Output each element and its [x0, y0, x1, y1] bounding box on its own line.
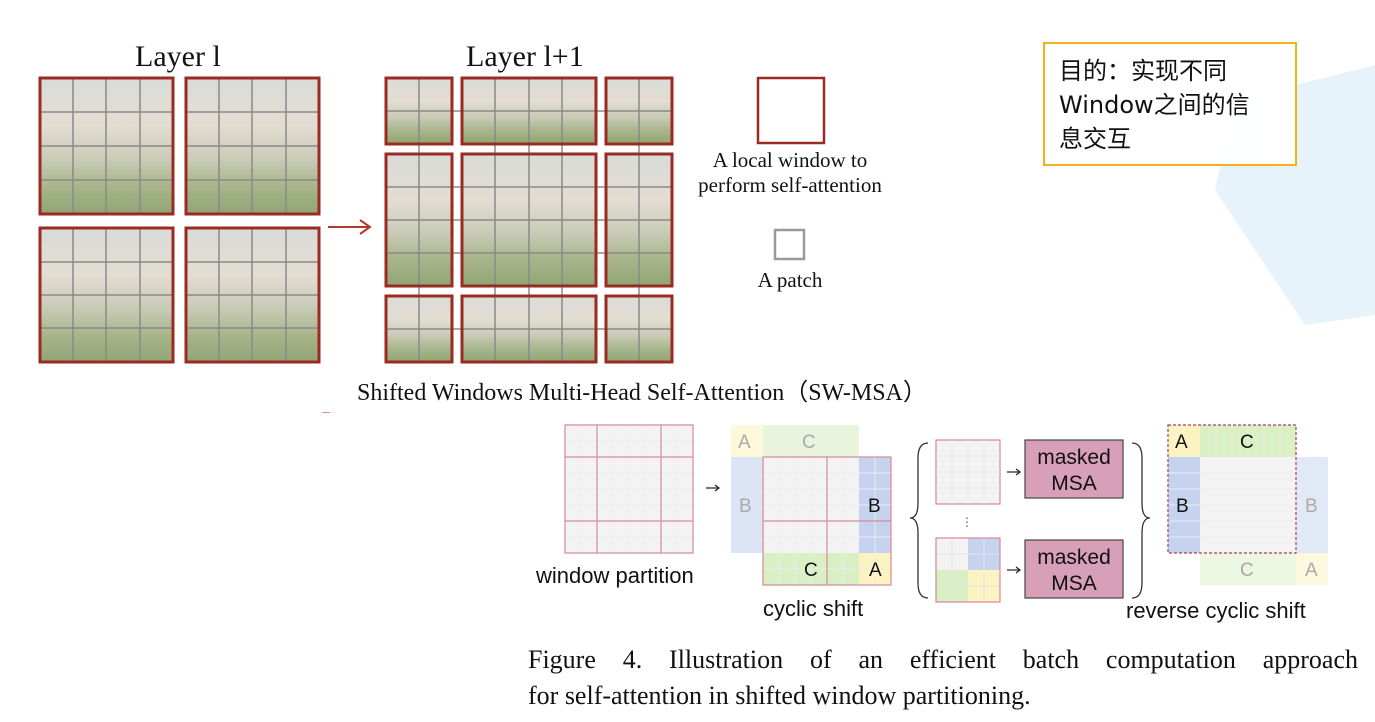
restored-region-b: B — [1176, 496, 1189, 517]
batch-window-top — [935, 439, 1001, 505]
legend-window-label: A local window to perform self-attention — [675, 148, 905, 198]
figure-caption: Figure 4. Illustration of an efficient b… — [528, 642, 1358, 714]
masked-msa-top: masked MSA — [1024, 439, 1124, 499]
right-arrow-icon — [1007, 468, 1021, 574]
masked-msa-top-line2: MSA — [1051, 472, 1097, 495]
legend-window-label-line2: perform self-attention — [698, 173, 882, 197]
purpose-note: 目的：实现不同 Window之间的信 息交互 — [1043, 42, 1297, 166]
faded-region-a: A — [738, 432, 751, 453]
figure-caption-line2: for self-attention in shifted window par… — [528, 681, 1031, 710]
legend-patch-icon — [773, 228, 806, 261]
region-c: C — [804, 560, 818, 581]
masked-msa-bottom-line1: masked — [1037, 546, 1111, 569]
faded-region-b: B — [739, 496, 752, 517]
faded-region-a-bottom: A — [1305, 560, 1318, 581]
restored-region-a: A — [1175, 432, 1188, 453]
window-partition-label: window partition — [535, 563, 694, 588]
layer-illustration — [38, 76, 674, 364]
note-line3: 息交互 — [1059, 125, 1131, 153]
layer-l1-title: Layer l+1 — [466, 40, 584, 73]
brace-left-icon — [909, 442, 929, 599]
layer-l1-windows — [384, 76, 674, 364]
partition-grid — [564, 424, 694, 554]
masked-msa-bottom: masked MSA — [1024, 539, 1124, 599]
note-line1: 目的：实现不同 — [1059, 57, 1227, 85]
region-b: B — [868, 496, 881, 517]
swmsa-caption: Shifted Windows Multi-Head Self-Attentio… — [357, 380, 927, 406]
divider-mark — [322, 412, 330, 413]
legend-window-icon — [756, 76, 826, 145]
restored-region-c: C — [1240, 432, 1254, 453]
figure-caption-line1: Figure 4. Illustration of an efficient b… — [528, 645, 1358, 674]
shift-process-diagram: window partition A C B B C A cyclic shif… — [535, 424, 1328, 623]
legend-window-label-line1: A local window to — [712, 148, 868, 172]
batch-window-bottom — [935, 537, 1001, 603]
note-line2: Window之间的信 — [1059, 91, 1250, 119]
reverse-cyclic-shift-label: reverse cyclic shift — [1126, 598, 1306, 623]
faded-region-c: C — [802, 432, 816, 453]
layer-l-windows — [38, 76, 321, 364]
reverse-shift-grid: A C B B C A — [1167, 424, 1328, 585]
right-arrow-icon — [328, 219, 372, 235]
masked-msa-top-line1: masked — [1037, 446, 1111, 469]
masked-msa-bottom-line2: MSA — [1051, 572, 1097, 595]
faded-region-c-bottom: C — [1240, 560, 1254, 581]
right-arrow-icon — [706, 484, 720, 492]
ellipsis: ⋮ — [961, 515, 973, 529]
cyclic-shift-label: cyclic shift — [763, 596, 863, 621]
layer-l-title: Layer l — [135, 40, 221, 73]
faded-region-b-right: B — [1305, 496, 1318, 517]
cyclic-shift-grid: A C B B C A — [731, 425, 892, 586]
legend-patch-label: A patch — [757, 268, 823, 292]
region-a: A — [869, 560, 882, 581]
brace-right-icon — [1131, 442, 1151, 599]
